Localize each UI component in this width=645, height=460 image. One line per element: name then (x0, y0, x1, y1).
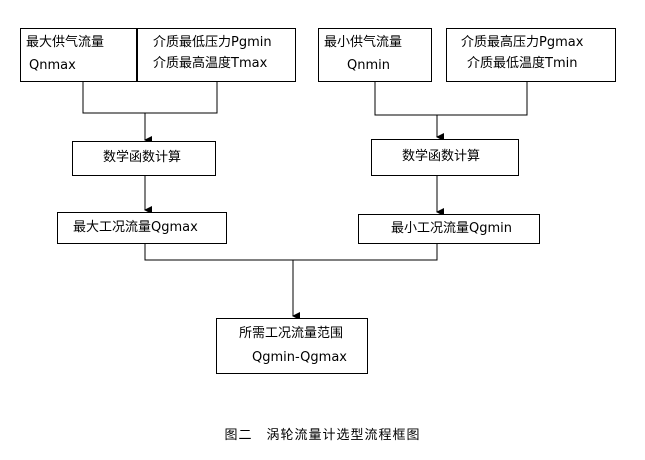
bottom-merge-line (144, 244, 438, 261)
min-working-flow-box: 最小工况流量Qgmin (358, 214, 540, 244)
left-merge-line (82, 82, 218, 114)
math-calc-left-box: 数学函数计算 (72, 141, 216, 176)
max-working-flow-label: 最大工况流量Qgmax (73, 220, 198, 235)
required-range-label: 所需工况流量范围 (239, 326, 344, 341)
math-calc-left-label: 数学函数计算 (103, 150, 182, 165)
max-pressure-label: 介质最高压力Pgmax (461, 35, 584, 50)
min-pressure-max-temp-box: 介质最低压力Pgmin 介质最高温度Tmax (137, 28, 296, 82)
required-range-box: 所需工况流量范围 Qgmin-Qgmax (216, 318, 368, 374)
max-supply-flow-box: 最大供气流量 Qnmax (20, 28, 137, 82)
min-supply-flow-label: 最小供气流量 (324, 35, 403, 50)
right-merge-line (374, 82, 528, 116)
max-temp-label: 介质最高温度Tmax (153, 56, 268, 71)
min-temp-label: 介质最低温度Tmin (467, 56, 578, 71)
max-supply-flow-label: 最大供气流量 (26, 35, 105, 50)
min-pressure-label: 介质最低压力Pgmin (153, 35, 272, 50)
required-range-symbol: Qgmin-Qgmax (252, 350, 347, 365)
max-supply-flow-symbol: Qnmax (29, 58, 76, 73)
min-supply-flow-box: 最小供气流量 Qnmin (318, 28, 432, 82)
min-working-flow-label: 最小工况流量Qgmin (391, 221, 512, 236)
max-pressure-min-temp-box: 介质最高压力Pgmax 介质最低温度Tmin (446, 28, 616, 82)
figure-caption: 图二 涡轮流量计选型流程框图 (224, 428, 421, 443)
min-supply-flow-symbol: Qnmin (347, 58, 390, 73)
math-calc-right-box: 数学函数计算 (371, 139, 519, 176)
math-calc-right-label: 数学函数计算 (402, 149, 481, 164)
max-working-flow-box: 最大工况流量Qgmax (57, 212, 227, 244)
